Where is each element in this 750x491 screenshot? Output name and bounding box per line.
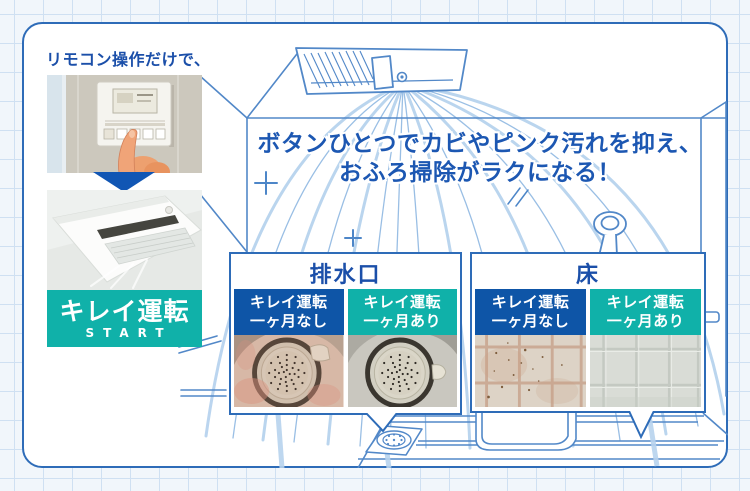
ceiling-unit-drawing	[295, 47, 468, 95]
lead-text: リモコン操作だけで、	[46, 50, 211, 69]
drain-panel-pointer	[365, 413, 398, 433]
drain-after-photo	[347, 335, 457, 407]
down-arrow-icon	[93, 172, 155, 192]
floor-panel-pointer	[628, 411, 655, 440]
start-banner-subtitle: START	[85, 325, 173, 340]
remote-control-photo	[47, 75, 202, 173]
ceiling-unit-photo	[47, 190, 202, 290]
shower-head-drawing	[593, 211, 627, 257]
headline-line1: ボタンひとつでカビやピンク汚れを抑え、	[257, 131, 703, 157]
headline-line2: おふろ掃除がラクになる！	[339, 160, 621, 186]
comparison-panel-drain: 排水口 キレイ運転 一ヶ月なし	[229, 252, 462, 415]
floor-after-label: キレイ運転 一ヶ月あり	[590, 289, 701, 335]
floor-after-photo	[590, 335, 701, 407]
start-banner-title: キレイ運転	[59, 296, 190, 326]
pointing-finger	[118, 129, 170, 173]
headline: ボタンひとつでカビやピンク汚れを抑え、 おふろ掃除がラクになる！	[233, 130, 727, 188]
comparison-panel-floor: 床 キレイ運転 一ヶ月なし	[470, 252, 706, 413]
floor-drain-drawing	[365, 425, 423, 456]
sparkle-icons	[254, 171, 529, 247]
floor-before-label: キレイ運転 一ヶ月なし	[475, 289, 586, 335]
panel-title-floor: 床	[575, 262, 600, 288]
drain-before-label: キレイ運転 一ヶ月なし	[234, 289, 344, 335]
drain-after-label: キレイ運転 一ヶ月あり	[347, 289, 457, 335]
start-banner: キレイ運転 START	[47, 290, 202, 347]
floor-before-photo	[475, 335, 586, 407]
panel-title-drain: 排水口	[309, 262, 382, 288]
drain-before-photo	[234, 335, 344, 407]
